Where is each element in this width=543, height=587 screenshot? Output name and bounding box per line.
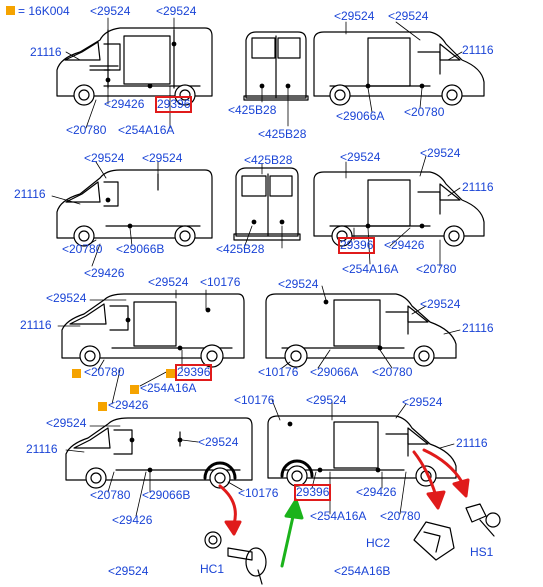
label-s4-29396: 29396 [293, 484, 332, 501]
label-s4-29426: <29426 [356, 485, 397, 499]
label-bottom-29524: <29524 [108, 564, 149, 578]
label-s3-29524a: <29524 [278, 277, 319, 291]
label-p4-20780: <20780 [90, 488, 131, 502]
label-hc1: HC1 [200, 562, 225, 576]
hs1-screw-drawing [465, 503, 501, 537]
label-s4-29524a: <29524 [306, 393, 347, 407]
label-p2-29524a: <29524 [84, 151, 125, 165]
label-p3-29524a: <29524 [46, 291, 87, 305]
label-s4-20780: <20780 [380, 509, 421, 523]
label-p3-29426: <29426 [108, 398, 149, 412]
label-p3-29396: 29396 [174, 364, 213, 381]
legend-marker [6, 6, 15, 15]
marker-p3-29426 [98, 402, 107, 411]
label-s2-254A16A: <254A16A [342, 262, 399, 276]
label-p1-29396: 29396 [154, 96, 193, 113]
label-s1-20780: <20780 [404, 105, 445, 119]
label-p4-29524b: <29524 [198, 435, 239, 449]
label-p1-29524a: <29524 [90, 4, 131, 18]
label-p3-29524b: <29524 [148, 275, 189, 289]
label-r2-425B28a: <425B28 [244, 153, 293, 167]
label-p2-21116: 21116 [14, 187, 46, 201]
label-p4-29066B: <29066B [142, 488, 191, 502]
label-s3-21116: 21116 [462, 321, 494, 335]
red-arrow-to-hs1 [422, 448, 470, 498]
label-s3-29524b: <29524 [420, 297, 461, 311]
van-side-left-3 [61, 293, 245, 368]
label-s2-29426: <29426 [384, 238, 425, 252]
label-s1-29524a: <29524 [334, 9, 375, 23]
label-s2-29524b: <29524 [420, 146, 461, 160]
label-p4-21116: 21116 [26, 442, 58, 456]
marker-p3-29396 [166, 369, 175, 378]
label-p1-20780: <20780 [66, 123, 107, 137]
label-s3-29066A: <29066A [310, 365, 359, 379]
hc2-clip-drawing [413, 521, 455, 561]
label-p2-29066B: <29066B [116, 242, 165, 256]
van-rear-1 [243, 31, 309, 101]
red-arrow-to-hc1 [218, 484, 242, 536]
label-s1-29066A: <29066A [336, 109, 385, 123]
label-p3-21116: 21116 [20, 318, 52, 332]
legend-text: = 16K004 [18, 4, 70, 18]
label-p1-21116: 21116 [30, 45, 62, 59]
hc1-clip-drawing [204, 531, 267, 585]
label-s3-10176: <10176 [258, 365, 299, 379]
van-side-right-3 [265, 293, 457, 368]
van-side-left-2 [56, 169, 213, 247]
label-hc2: HC2 [366, 536, 391, 550]
label-p4-29524a: <29524 [46, 416, 87, 430]
label-p3-254A16A: <254A16A [140, 381, 197, 395]
label-r2-425B28b: <425B28 [216, 242, 265, 256]
label-hs1: HS1 [470, 545, 494, 559]
label-p3-20780: <20780 [84, 365, 125, 379]
label-p2-29426: <29426 [84, 266, 125, 280]
label-p4-29426: <29426 [112, 513, 153, 527]
marker-p3-20780 [72, 369, 81, 378]
label-p1-29426: <29426 [104, 97, 145, 111]
label-s1-29524b: <29524 [388, 9, 429, 23]
leader-lines [51, 17, 463, 517]
label-s2-29396: 29396 [337, 237, 376, 254]
label-s4-10176: <10176 [234, 393, 275, 407]
label-r1-425B28b: <425B28 [258, 127, 307, 141]
label-p3-10176: <10176 [200, 275, 241, 289]
label-p2-20780: <20780 [62, 242, 103, 256]
label-s2-21116: 21116 [462, 180, 494, 194]
label-s3-20780: <20780 [372, 365, 413, 379]
label-p2-29524b: <29524 [142, 151, 183, 165]
label-s4-29524b: <29524 [402, 395, 443, 409]
label-p1-29524b: <29524 [156, 4, 197, 18]
label-p4-10176: <10176 [238, 486, 279, 500]
label-s2-20780: <20780 [416, 262, 457, 276]
van-side-left-4 [65, 417, 253, 489]
label-s2-29524a: <29524 [340, 150, 381, 164]
red-arrow-to-hc2 [412, 450, 446, 510]
van-rear-2 [233, 167, 301, 241]
marker-p3-254A16A [130, 385, 139, 394]
van-side-left-1 [56, 27, 213, 106]
van-side-right-1 [313, 31, 485, 106]
label-s4-21116: 21116 [456, 436, 488, 450]
van-side-right-2 [313, 171, 485, 247]
green-arrow [280, 498, 304, 568]
label-r1-425B28a: <425B28 [228, 103, 277, 117]
label-p1-254A16A: <254A16A [118, 123, 175, 137]
label-s4-254A16A: <254A16A [310, 509, 367, 523]
label-s1-21116: 21116 [462, 43, 494, 57]
label-bottom-254A16B: <254A16B [334, 564, 391, 578]
